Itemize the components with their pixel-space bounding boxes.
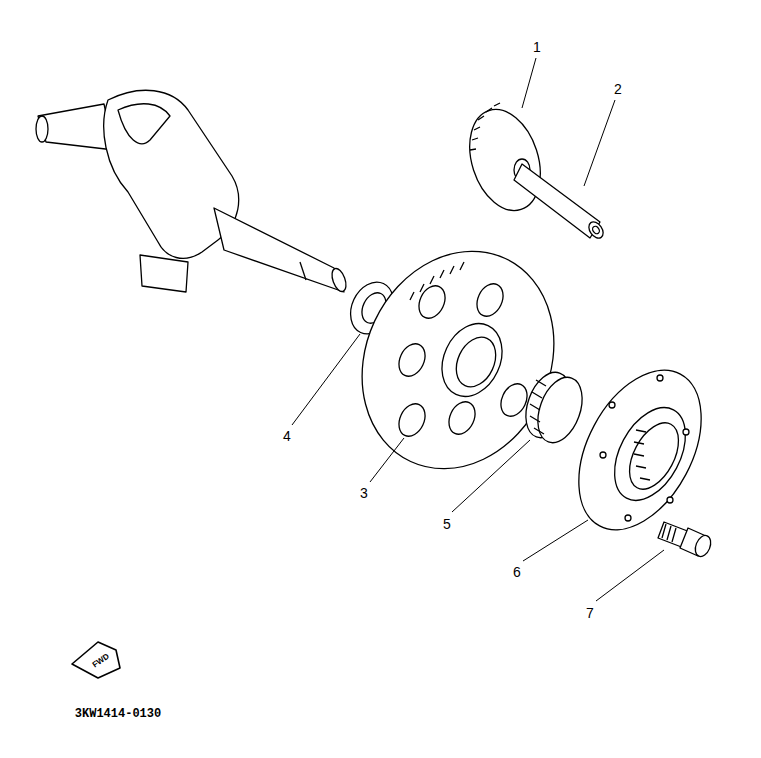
shaft <box>514 164 606 241</box>
leader-lines <box>292 58 664 601</box>
callout-number: 1 <box>533 40 541 54</box>
needle-bearing <box>518 366 591 449</box>
callout-number: 5 <box>443 517 451 531</box>
crankshaft <box>36 90 349 293</box>
gear <box>458 100 553 219</box>
callout-number: 6 <box>513 565 521 579</box>
callout-number: 4 <box>283 429 291 443</box>
starter-wheel-gear <box>327 220 588 501</box>
callout-number: 2 <box>614 82 622 96</box>
bolt <box>658 522 714 559</box>
callout-number: 7 <box>586 606 594 620</box>
forward-icon <box>72 642 120 678</box>
callout-number: 3 <box>360 486 368 500</box>
diagram-code: 3KW1414-0130 <box>75 708 161 720</box>
one-way-clutch <box>554 350 727 551</box>
